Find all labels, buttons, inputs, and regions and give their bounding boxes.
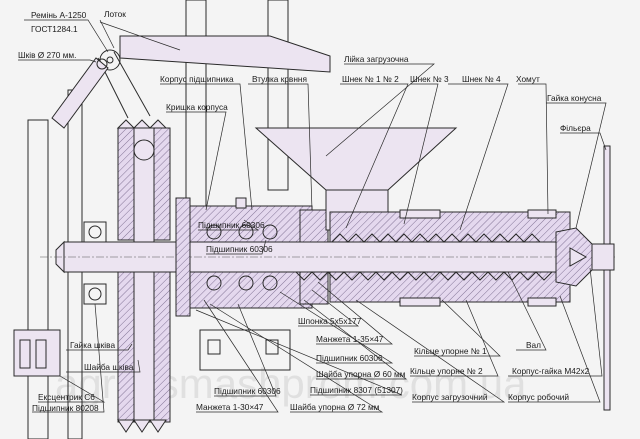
augers <box>295 233 553 281</box>
label-shaft: Вал <box>526 340 541 350</box>
label-cuff-35: Манжета 1-35×47 <box>316 334 384 344</box>
label-pulley-washer: Шайба шківа <box>84 362 134 372</box>
label-bearing-8307: Підшипник 8307 (51307) <box>310 385 403 395</box>
label-pulley: Шків Ø 270 мм. <box>18 50 76 60</box>
label-loading-body: Корпус загрузочний <box>412 392 488 402</box>
label-body-nut: Корпус-гайка М42х2 <box>512 366 590 376</box>
label-bearing-60306-mid: Підшипник 60306 <box>206 244 273 254</box>
label-bearing-cover: Кришка корпуса <box>166 102 228 112</box>
label-bearing-housing: Корпус підшипника <box>160 74 234 84</box>
label-pulley-nut: Гайка шківа <box>70 340 115 350</box>
label-cone-nut: Гайка конусна <box>547 93 602 103</box>
label-auger3: Шнек № 3 <box>410 74 449 84</box>
label-ring2: Кільце упорне № 2 <box>410 366 483 376</box>
eccentric <box>13 329 61 377</box>
label-bearing-80208: Підшипник 80208 <box>32 403 99 413</box>
label-barrel-sleeve: Втулка крвння <box>252 74 307 84</box>
tray <box>119 35 331 73</box>
label-work-body: Корпус робочий <box>508 392 569 402</box>
label-tray: Лоток <box>104 9 126 19</box>
barrel <box>329 209 571 307</box>
label-bearing-60306-bot: Підшипник 60306 <box>214 386 281 396</box>
die-outlet <box>591 243 615 271</box>
pulley <box>116 119 171 433</box>
shaft <box>40 240 615 274</box>
label-belt: Ремінь А-1250 <box>31 10 87 20</box>
tensioner-arm <box>51 57 109 129</box>
label-bearing-60306-low: Підшипник 60306 <box>316 353 383 363</box>
label-washer-60: Шайба упорна Ø 60 мм <box>316 369 406 379</box>
label-auger4: Шнек № 4 <box>462 74 501 84</box>
label-ring1: Кільце упорне № 1 <box>414 346 487 356</box>
bearing-housing <box>175 197 329 317</box>
leader-lines <box>18 19 607 413</box>
label-cuff-30: Манжета 1-30×47 <box>196 402 264 412</box>
die-plate <box>603 145 611 411</box>
base-bolts <box>207 339 279 355</box>
label-auger1-2: Шнек № 1 № 2 <box>342 74 399 84</box>
cone-nut <box>555 227 593 287</box>
label-key: Шпонка 5х5х177 <box>298 316 362 326</box>
label-washer-72: Шайба упорна Ø 72 мм <box>290 402 380 412</box>
label-hopper: Лійка загрузочна <box>344 54 409 64</box>
label-bearing-60306-top: Підшипник 60306 <box>198 220 265 230</box>
label-filter: Фільєра <box>560 123 591 133</box>
callout-labels: Ремінь А-1250 ГОСТ1284.1 Лоток Шків Ø 27… <box>18 9 602 413</box>
label-eccentric: Ексцентрик С6 <box>38 392 95 402</box>
label-gost: ГОСТ1284.1 <box>31 24 78 34</box>
label-clamp: Хомут <box>516 74 540 84</box>
